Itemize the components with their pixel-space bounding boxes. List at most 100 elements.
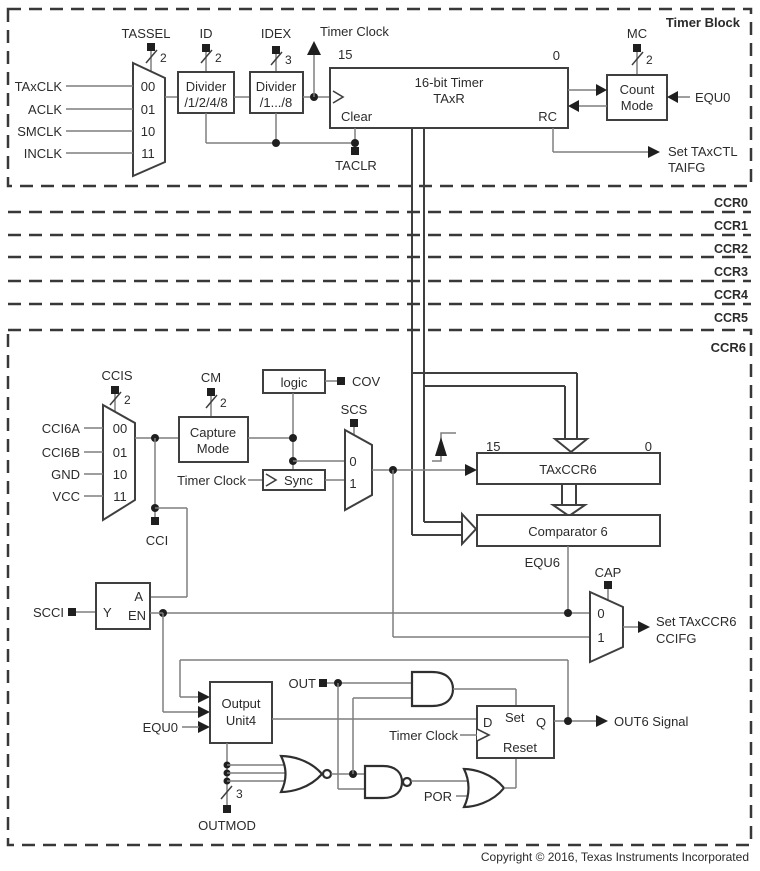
- clock-input-icon: [476, 728, 491, 742]
- ccis-terminal-icon: [111, 386, 119, 394]
- bus-slash-icon: [631, 51, 644, 66]
- output-unit4: EQU0 Output Unit4: [143, 681, 477, 744]
- ccr4-label: CCR4: [714, 288, 748, 302]
- timer-line2: TAxR: [433, 91, 465, 106]
- scs-label: SCS: [341, 402, 368, 417]
- dff-set-label: Set: [505, 710, 525, 725]
- equ0-label: EQU0: [695, 90, 730, 105]
- cov-logic: logic COV: [262, 369, 381, 470]
- mux-input-label: SMCLK: [17, 124, 62, 139]
- divider1-line2: /1/2/4/8: [184, 95, 227, 110]
- latch-box: [95, 582, 151, 630]
- out6-feedback: [179, 659, 569, 721]
- mux-row-gnd: GND 10: [51, 467, 127, 482]
- capture-edge-icon: [432, 432, 456, 462]
- equ0-label: EQU0: [143, 720, 178, 735]
- comparator6: Comparator 6 EQU6: [476, 514, 661, 613]
- out-terminal-icon: [319, 679, 327, 687]
- mux-row-cci6a: CCI6A 00: [42, 421, 128, 436]
- nand-gate: [363, 764, 470, 800]
- taxccr6-register: 15 0 TAxCCR6: [476, 439, 661, 518]
- mux-row-inclk: INCLK 11: [24, 146, 155, 161]
- right-arrow-icon: [198, 721, 210, 733]
- count-mode: MC 2 Count Mode EQU0: [568, 26, 730, 121]
- cci-tap: CCI: [146, 438, 188, 598]
- ccr-bands: CCR0 CCR1 CCR2 CCR3 CCR4 CCR5: [8, 196, 751, 325]
- mux-row-vcc: VCC 11: [53, 489, 127, 504]
- idex-label: IDEX: [261, 26, 292, 41]
- bus-slash-icon: [109, 391, 122, 406]
- latch-a-label: A: [134, 589, 143, 604]
- divider2-box: [249, 71, 304, 114]
- timer-clock-label: Timer Clock: [389, 728, 458, 743]
- timer-block-section: Timer Block TASSEL 2 TAxCLK 00 ACLK 01 S: [6, 7, 753, 188]
- junction-dot-icon: [289, 434, 297, 442]
- mux-input-code: 00: [141, 79, 155, 94]
- mux-row-aclk: ACLK 01: [28, 102, 155, 117]
- mux-shape: [344, 428, 373, 512]
- set-ccifg-line2: CCIFG: [656, 631, 696, 646]
- timer-block-title: Timer Block: [666, 15, 741, 30]
- ccis-label: CCIS: [101, 368, 132, 383]
- divider1: ID 2 Divider /1/2/4/8: [177, 26, 250, 114]
- right-arrow-icon: [648, 146, 660, 158]
- junction-dot-icon: [272, 139, 280, 147]
- comparator-box: [476, 514, 661, 547]
- mux-input-label: TAxCLK: [15, 79, 63, 94]
- mux-shape: [132, 61, 166, 178]
- mux-row-taxclk: TAxCLK 00: [15, 79, 156, 94]
- cov-terminal-icon: [337, 377, 345, 385]
- mux-input-label: INCLK: [24, 146, 63, 161]
- output-unit-line2: Unit4: [226, 713, 256, 728]
- outmod-terminal-icon: [223, 805, 231, 813]
- ccis-bits: 2: [124, 393, 131, 407]
- bus-slash-icon: [200, 49, 213, 64]
- nor-gate-icon: [279, 754, 324, 794]
- right-arrow-icon: [596, 84, 607, 96]
- bus-slash-icon: [205, 394, 218, 409]
- cm-label: CM: [201, 370, 221, 385]
- output-unit-line1: Output: [221, 696, 260, 711]
- cap-terminal-icon: [604, 581, 612, 589]
- mc-label: MC: [627, 26, 647, 41]
- ccr1-label: CCR1: [714, 219, 748, 233]
- hollow-right-arrow-icon: [461, 511, 478, 547]
- clock-input-icon: [332, 90, 345, 104]
- mux-input-code: 11: [113, 489, 127, 504]
- mux-input-code: 01: [113, 445, 127, 460]
- mux-input-code: 11: [141, 146, 155, 161]
- capture-path: [392, 470, 590, 638]
- id-terminal-icon: [202, 44, 210, 52]
- equ6-line: [159, 609, 590, 617]
- right-arrow-icon: [198, 706, 210, 718]
- taxccr6-label: TAxCCR6: [539, 462, 597, 477]
- divider2-line2: /1.../8: [260, 95, 293, 110]
- idex-terminal-icon: [272, 46, 280, 54]
- sync-block: Timer Clock Sync: [177, 469, 345, 491]
- mux-input-label: VCC: [53, 489, 80, 504]
- mux-input-label: CCI6B: [42, 445, 80, 460]
- latch-en-label: EN: [128, 608, 146, 623]
- outmod-bits: 3: [236, 787, 243, 801]
- or-gate: POR: [424, 758, 517, 809]
- tassel-control: TASSEL 2: [122, 26, 171, 71]
- capture-mode-line2: Mode: [197, 441, 230, 456]
- left-arrow-icon: [667, 91, 678, 103]
- cm-bits: 2: [220, 396, 227, 410]
- timer-box: [329, 67, 569, 129]
- dff-q-label: Q: [536, 715, 546, 730]
- right-arrow-icon: [596, 715, 608, 727]
- capture-mode: CM 2 Capture Mode: [178, 370, 293, 463]
- count-mode-box: [606, 74, 668, 121]
- taclr-terminal-icon: [351, 147, 359, 155]
- bit15-label: 15: [338, 47, 352, 62]
- tassel-label: TASSEL: [122, 26, 171, 41]
- invert-bubble-icon: [401, 776, 413, 788]
- equ6-label: EQU6: [525, 555, 560, 570]
- mux-input-code: 00: [113, 421, 127, 436]
- out-label: OUT: [289, 676, 317, 691]
- right-arrow-icon: [198, 691, 210, 703]
- mux-row-smclk: SMCLK 10: [17, 124, 155, 139]
- timer-block-border: [6, 7, 753, 188]
